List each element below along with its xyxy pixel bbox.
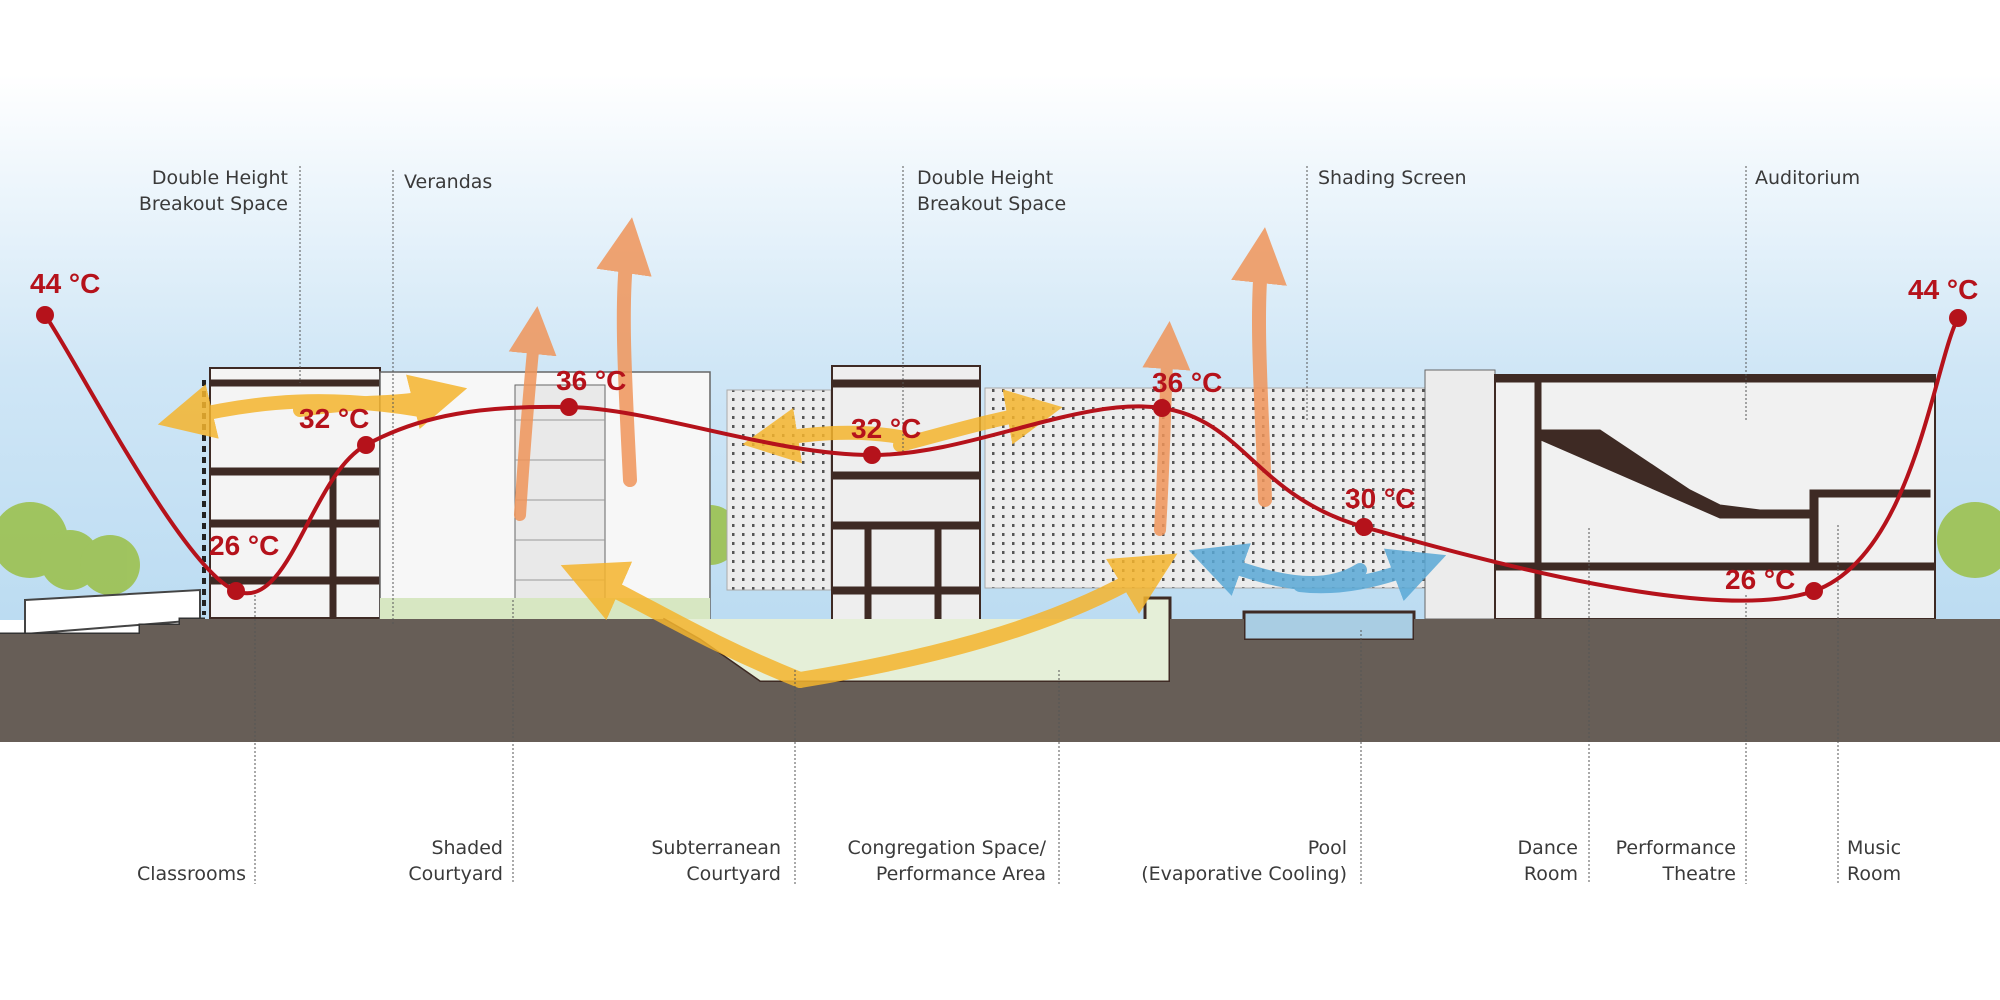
label-line: (Evaporative Cooling) (1141, 863, 1347, 885)
label-congregation-space: Congregation Space/ Performance Area (847, 835, 1046, 887)
warm-air-arrow (560, 561, 808, 688)
pool (1242, 610, 1416, 642)
label-line: Theatre (1662, 863, 1736, 885)
label-line: Breakout Space (138, 193, 288, 215)
label-line: Performance (1615, 837, 1736, 859)
label-pool: Pool (Evaporative Cooling) (1141, 835, 1347, 887)
warm-air-arrow (893, 389, 1063, 452)
temperature-label: 36 °C (1152, 367, 1223, 398)
temperature-point (1355, 518, 1373, 536)
temperature-point (357, 436, 375, 454)
cool-air-arrow (1188, 543, 1367, 596)
label-breakout-center: Double Height Breakout Space (917, 165, 1066, 217)
hot-air-arrow (1231, 227, 1287, 507)
label-classrooms: Classrooms (136, 863, 246, 885)
label-line: Breakout Space (917, 193, 1067, 215)
temperature-point (36, 306, 54, 324)
cool-air-arrow (1293, 548, 1447, 602)
airflow-arrows (157, 217, 1447, 688)
label-performance-theatre: Performance Theatre (1616, 835, 1736, 887)
warm-air-arrow (792, 553, 1178, 688)
temperature-label: 26 °C (1725, 564, 1796, 595)
hot-air-arrow (508, 306, 557, 521)
label-line: Double Height (151, 167, 288, 189)
temperature-points (36, 306, 1967, 600)
temperature-label: 44 °C (1908, 274, 1979, 305)
ground (0, 619, 2000, 742)
temperature-label: 44 °C (30, 268, 101, 299)
label-line: Music (1847, 837, 1902, 859)
temperature-point (863, 446, 881, 464)
temperature-point (1153, 399, 1171, 417)
temperature-curve (43, 313, 1960, 603)
temperature-point (1949, 309, 1967, 327)
label-shaded-courtyard: Shaded Courtyard (408, 835, 503, 887)
warm-air-arrow (742, 407, 907, 464)
label-line: Performance Area (875, 863, 1046, 885)
label-line: Double Height (917, 167, 1054, 189)
label-shading-screen: Shading Screen (1318, 167, 1467, 189)
label-verandas: Verandas (404, 171, 493, 193)
temperature-label: 30 °C (1345, 483, 1416, 514)
label-line: Congregation Space/ (847, 837, 1046, 859)
auditorium-block (1494, 374, 1936, 620)
leader-lines (254, 166, 1839, 884)
label-dance-room: Dance Room (1518, 835, 1578, 887)
temperature-point (227, 582, 245, 600)
label-line: Pool (1307, 837, 1347, 859)
shaded-courtyard (379, 371, 711, 620)
label-auditorium: Auditorium (1755, 167, 1861, 189)
temperature-label: 32 °C (851, 413, 922, 444)
hot-air-arrow (596, 217, 652, 487)
label-music-room: Music Room (1847, 835, 1901, 887)
temperature-point (1805, 582, 1823, 600)
label-line: Courtyard (686, 863, 781, 885)
temperature-label: 32 °C (299, 403, 370, 434)
label-subterranean-courtyard: Subterranean Courtyard (651, 835, 781, 887)
label-line: Dance (1517, 837, 1578, 859)
label-line: Subterranean (651, 837, 781, 859)
label-line: Shaded (431, 837, 503, 859)
temperature-label: 26 °C (209, 530, 280, 561)
label-line: Room (1847, 863, 1902, 885)
shading-screen (726, 389, 832, 591)
label-line: Courtyard (408, 863, 503, 885)
hot-air-arrow (1142, 321, 1191, 536)
warm-air-arrow (293, 374, 468, 429)
entry-block (1424, 369, 1496, 620)
temperature-label: 36 °C (556, 365, 627, 396)
label-line: Room (1523, 863, 1578, 885)
temperature-point (560, 398, 578, 416)
label-breakout-left: Double Height Breakout Space (139, 165, 288, 217)
